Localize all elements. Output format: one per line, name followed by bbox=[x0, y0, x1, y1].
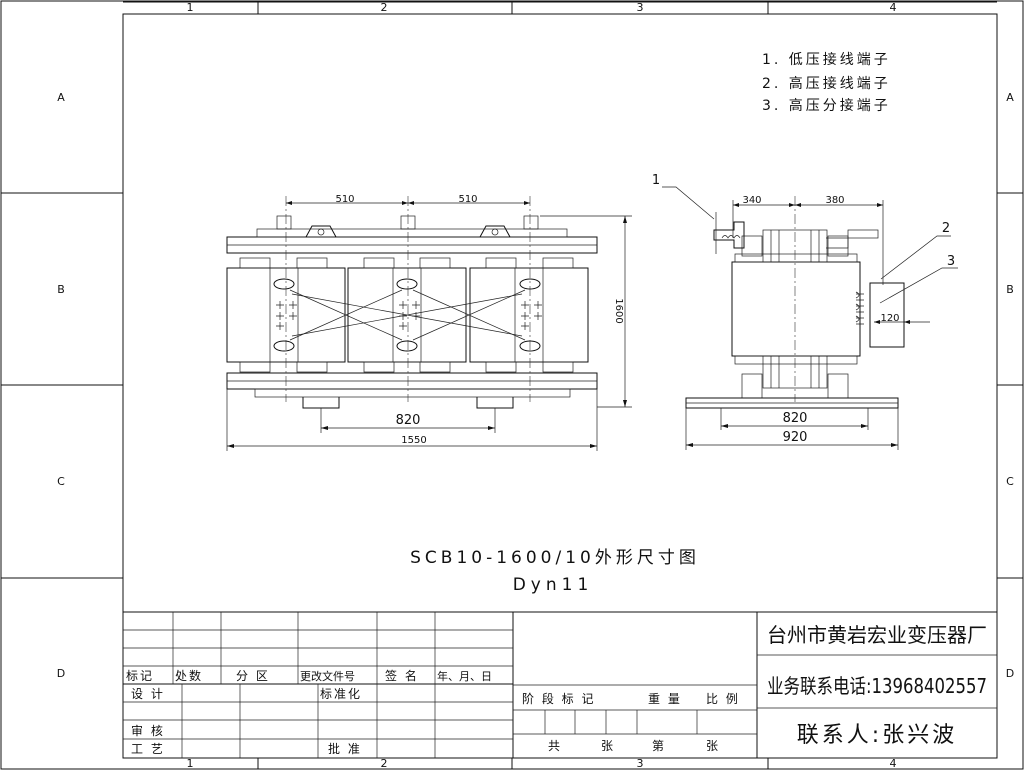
front-view bbox=[226, 196, 632, 451]
zone-row-a-right: A bbox=[1006, 91, 1014, 104]
front-dim-1600: 1600 bbox=[613, 298, 624, 323]
business-phone: 业务联系电话:13968402557 bbox=[767, 674, 987, 698]
label-sheets: 张 bbox=[601, 739, 615, 753]
side-dim-820: 820 bbox=[783, 411, 808, 426]
legend-item-3: 3. 高压分接端子 bbox=[762, 97, 891, 114]
label-scale: 比 例 bbox=[706, 692, 740, 706]
inner-border bbox=[122, 13, 998, 759]
label-approve: 批 准 bbox=[328, 741, 362, 756]
side-view bbox=[662, 186, 958, 450]
legend-item-2: 2. 高压接线端子 bbox=[762, 75, 891, 92]
side-dim-340: 340 bbox=[742, 195, 761, 206]
zone-col-2-top: 2 bbox=[381, 1, 388, 14]
zone-row-a-left: A bbox=[57, 91, 65, 104]
rev-header-count: 处数 bbox=[175, 668, 203, 683]
label-stage-mark: 阶 段 标 记 bbox=[522, 691, 595, 706]
zone-row-c-left: C bbox=[57, 475, 65, 488]
label-process: 工 艺 bbox=[131, 742, 165, 756]
side-dim-920: 920 bbox=[783, 430, 808, 445]
front-dim-510-left: 510 bbox=[335, 194, 354, 205]
zone-col-1-top: 1 bbox=[187, 1, 194, 14]
rev-header-doc: 更改文件号 bbox=[300, 669, 355, 683]
zone-col-2-bottom: 2 bbox=[381, 757, 388, 770]
company-name: 台州市黄岩宏业变压器厂 bbox=[767, 623, 987, 647]
label-no: 第 bbox=[652, 739, 666, 753]
side-dim-120: 120 bbox=[880, 313, 899, 324]
callout-1: 1 bbox=[652, 173, 660, 188]
label-review: 审 核 bbox=[131, 723, 165, 738]
zone-col-4-bottom: 4 bbox=[890, 757, 897, 770]
zone-row-d-right: D bbox=[1006, 667, 1014, 680]
drawing-title: SCB10-1600/10外形尺寸图 bbox=[410, 548, 700, 568]
label-sheet: 张 bbox=[706, 739, 720, 753]
zone-col-3-bottom: 3 bbox=[637, 757, 644, 770]
rev-header-sign: 签 名 bbox=[385, 668, 419, 683]
zone-row-b-left: B bbox=[57, 283, 65, 296]
drawing-subtitle: Dyn11 bbox=[513, 575, 594, 595]
rev-header-date: 年、月、日 bbox=[437, 669, 492, 683]
zone-row-c-right: C bbox=[1006, 475, 1014, 488]
callout-2: 2 bbox=[942, 221, 950, 236]
zone-col-4-top: 4 bbox=[890, 1, 897, 14]
zone-col-1-bottom: 1 bbox=[187, 757, 194, 770]
label-standardize: 标准化 bbox=[320, 687, 362, 701]
zone-col-3-top: 3 bbox=[637, 1, 644, 14]
side-dim-380: 380 bbox=[825, 195, 844, 206]
label-design: 设 计 bbox=[131, 687, 165, 701]
legend-item-1: 1. 低压接线端子 bbox=[762, 51, 891, 68]
front-dim-820: 820 bbox=[396, 413, 421, 428]
title-block-grid bbox=[123, 611, 997, 758]
callout-3: 3 bbox=[947, 254, 955, 269]
zone-row-b-right: B bbox=[1006, 283, 1014, 296]
label-total: 共 bbox=[548, 739, 562, 753]
front-dim-510-right: 510 bbox=[458, 194, 477, 205]
label-weight: 重 量 bbox=[648, 692, 682, 706]
rev-header-zone: 分 区 bbox=[236, 669, 270, 683]
front-dim-1550: 1550 bbox=[401, 435, 426, 446]
contact-person: 联系人:张兴波 bbox=[797, 723, 957, 748]
zone-row-d-left: D bbox=[57, 667, 65, 680]
rev-header-mark: 标记 bbox=[126, 669, 154, 683]
